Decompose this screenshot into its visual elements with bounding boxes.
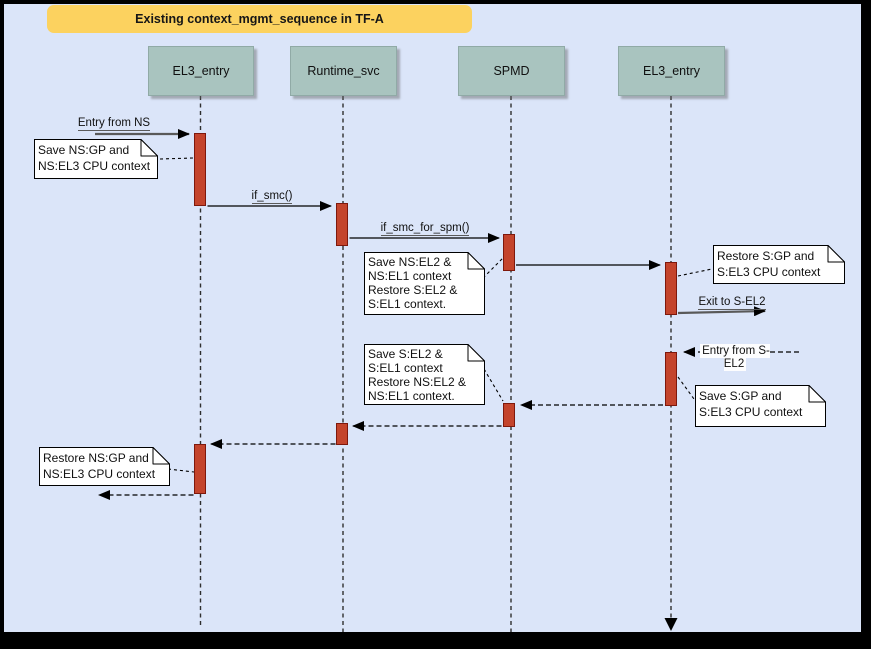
arrow-exit-to-sel2 [677, 306, 766, 317]
message-label-if-smc-for-spm: if_smc_for_spm() [380, 222, 470, 236]
activation-el3-left-2 [194, 444, 206, 494]
note-connectors [159, 157, 713, 473]
note-save-ns-gp: Save NS:GP and NS:EL3 CPU context [34, 139, 158, 179]
actor-el3-entry-right: EL3_entry [618, 46, 725, 96]
note-save-s-gp: Save S:GP and S:EL3 CPU context [695, 385, 826, 427]
activation-spmd-2 [503, 403, 515, 427]
diagram-title: Existing context_mgmt_sequence in TF-A [47, 5, 472, 33]
connector-note-restore-s-gp [677, 268, 713, 277]
lifeline-end-arrow-icon [664, 618, 678, 631]
connector-note-save-s-el2 [483, 368, 504, 402]
message-arrows [95, 129, 799, 500]
connector-note-save-ns-gp [159, 157, 194, 160]
note-shape [39, 447, 170, 486]
connector-note-save-ns-el2 [482, 257, 504, 279]
lifelines [199, 96, 672, 632]
actor-el3-entry-left: EL3_entry [148, 46, 254, 96]
note-save-s-el2: Save S:EL2 & S:EL1 context Restore NS:EL… [364, 344, 485, 405]
message-label-if-smc: if_smc() [251, 190, 293, 204]
actor-spmd: SPMD [458, 46, 565, 96]
message-label-entry-from-sel2: Entry from S-EL2 [700, 344, 770, 371]
connector-note-restore-ns-gp [167, 468, 195, 473]
activation-runtime-svc-2 [336, 423, 348, 445]
note-save-ns-el2: Save NS:EL2 & NS:EL1 context Restore S:E… [364, 252, 485, 315]
connector-note-save-s-gp [677, 376, 695, 400]
note-shape [364, 344, 485, 405]
activation-spmd-1 [503, 234, 515, 271]
note-shape [364, 252, 485, 315]
note-restore-s-gp: Restore S:GP and S:EL3 CPU context [713, 245, 845, 284]
activation-el3-right-2 [665, 352, 677, 406]
note-shape [713, 245, 845, 284]
activation-el3-left-1 [194, 133, 206, 206]
activation-runtime-svc-1 [336, 203, 348, 246]
actor-runtime-svc: Runtime_svc [290, 46, 397, 96]
note-restore-ns-gp: Restore NS:GP and NS:EL3 CPU context [39, 447, 170, 486]
message-label-exit-to-sel2: Exit to S-EL2 [698, 296, 766, 310]
diagram-canvas [4, 4, 861, 632]
note-shape [695, 385, 826, 427]
note-shape [34, 139, 158, 179]
activation-el3-right-1 [665, 262, 677, 315]
message-label-entry-from-ns: Entry from NS [77, 117, 151, 131]
